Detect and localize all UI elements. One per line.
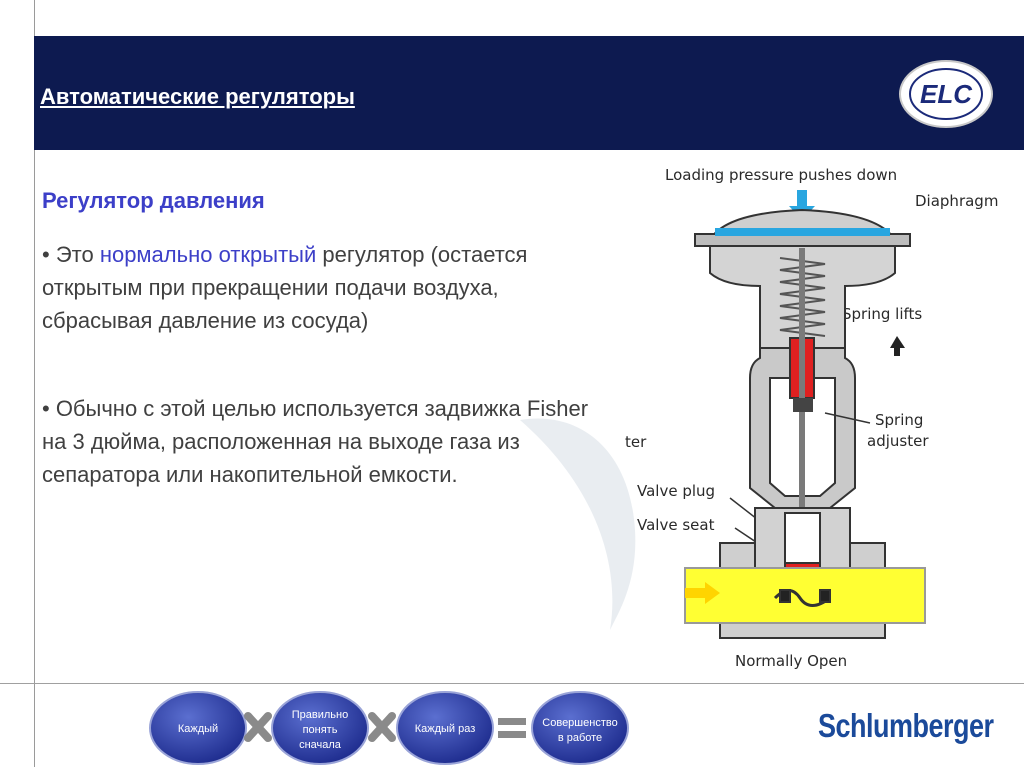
- inlet-arrow-icon: [685, 582, 720, 604]
- equals-icon: [498, 718, 526, 738]
- bullet1-highlight: нормально открытый: [99, 242, 317, 267]
- motto-text-2a: Правильно: [292, 709, 348, 721]
- label-cut-off: ter: [625, 433, 647, 451]
- label-valve-seat: Valve seat: [637, 516, 715, 534]
- bullet1-prefix: • Это: [42, 242, 100, 267]
- motto-circle-4: Совершенство в работе: [531, 691, 629, 765]
- left-margin-line: [34, 0, 35, 767]
- valve-body: [684, 507, 926, 639]
- header-bar: [34, 36, 1024, 150]
- bullet-fisher-valve: • Обычно с этой целью используется задви…: [42, 396, 589, 487]
- footer-motto-graphic: Каждый Правильно понять сначала Каждый р…: [149, 691, 629, 765]
- valve-yoke: [749, 248, 856, 578]
- label-diaphragm: Diaphragm: [915, 192, 998, 210]
- motto-text-4b: в работе: [558, 732, 602, 744]
- label-loading-pressure: Loading pressure pushes down: [665, 166, 897, 184]
- label-spring-lifts: Spring lifts: [842, 305, 922, 323]
- page-title: Автоматические регуляторы: [40, 84, 355, 109]
- spring-lifts-arrow-icon: [890, 336, 905, 348]
- bullet-normally-open: • Это нормально открытый регулятор (оста…: [42, 238, 602, 337]
- motto-circle-2: Правильно понять сначала: [271, 691, 369, 765]
- motto-text-3: Каждый раз: [415, 723, 476, 735]
- slide-subtitle: Регулятор давления: [42, 188, 265, 213]
- label-normally-open: Normally Open: [735, 652, 847, 670]
- elc-logo: ELC: [899, 60, 993, 128]
- multiply-icon-2: [368, 712, 396, 742]
- decorative-swirl: [520, 418, 636, 630]
- schlumberger-logo: Schlumberger: [818, 707, 994, 745]
- motto-text-4a: Совершенство: [542, 717, 617, 729]
- label-valve-plug: Valve plug: [637, 482, 715, 500]
- motto-text-2c: сначала: [299, 739, 342, 751]
- motto-circle-1: Каждый: [149, 691, 247, 765]
- motto-text-1: Каждый: [178, 723, 218, 735]
- label-spring-adjuster-2: adjuster: [867, 432, 929, 450]
- bullet1-rest: регулятор (остается открытым при прекращ…: [42, 242, 528, 333]
- motto-circle-3: Каждый раз: [396, 691, 494, 765]
- valve-diagram: Loading pressure pushes down Diaphragm S…: [625, 166, 998, 670]
- logo-text: ELC: [920, 79, 973, 109]
- motto-text-2b: понять: [303, 724, 338, 736]
- footer-divider: [0, 683, 1024, 684]
- multiply-icon: [244, 712, 272, 742]
- label-spring-adjuster-1: Spring: [875, 411, 923, 429]
